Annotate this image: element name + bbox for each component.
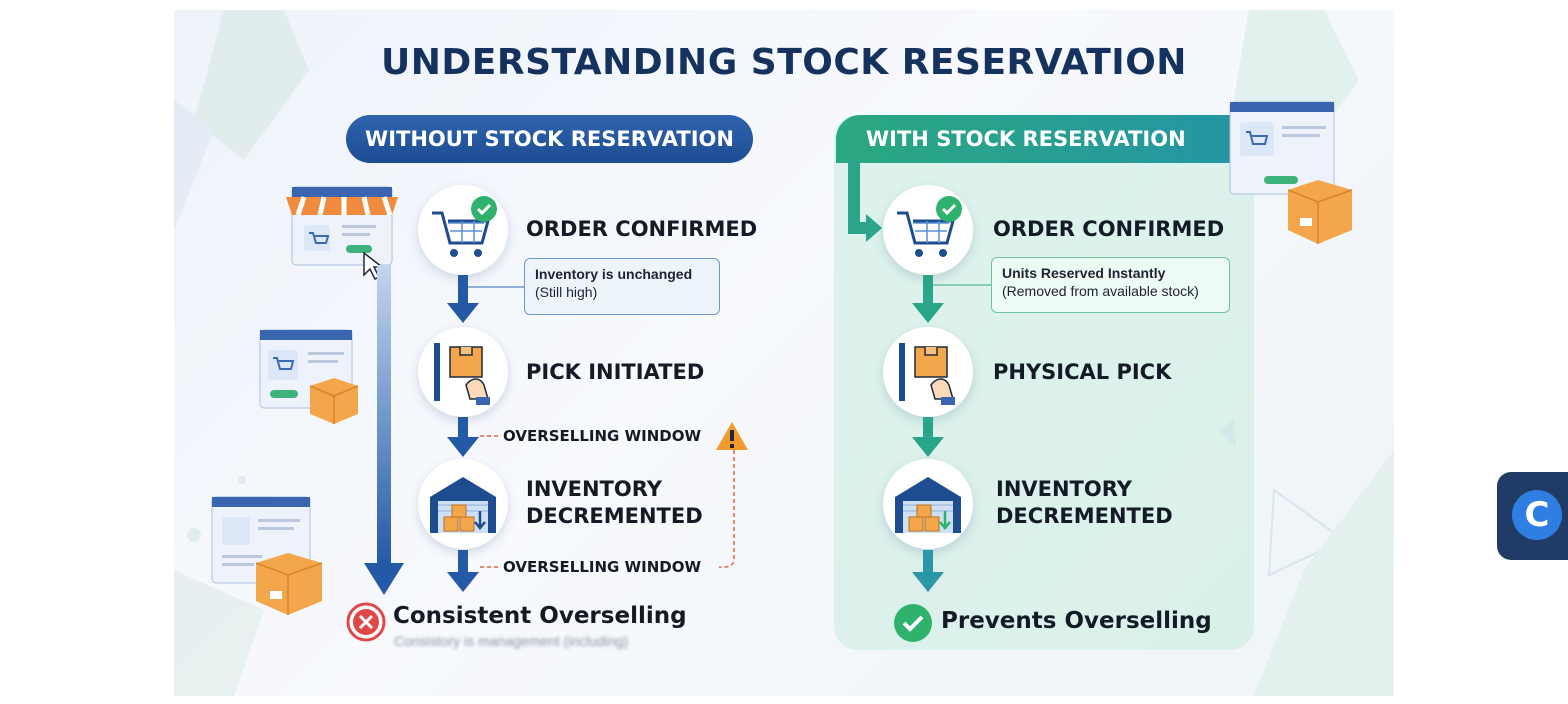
right-physical-pick-icon-circle: [883, 327, 973, 417]
right-arrow-2: [912, 417, 944, 457]
note-subtitle: (Still high): [535, 284, 598, 300]
prevents-overselling-outcome: Prevents Overselling: [941, 608, 1212, 634]
consistent-overselling-outcome: Consistent Overselling: [393, 603, 687, 629]
right-order-confirmed-icon-circle: [883, 185, 973, 275]
chat-logo-icon[interactable]: C: [1512, 490, 1562, 540]
left-arrow-3: [447, 550, 479, 592]
shopping-cart-check-icon: [897, 196, 962, 257]
left-note-connector: [462, 286, 526, 288]
left-step-inventory-line2: DECREMENTED: [526, 504, 703, 528]
bypass-arrow: [364, 265, 404, 595]
right-arrow-3: [912, 550, 944, 592]
hand-pick-box-icon: [434, 343, 490, 405]
left-step-pick-initiated: PICK INITIATED: [526, 360, 705, 384]
left-step-order-confirmed: ORDER CONFIRMED: [526, 217, 758, 241]
infographic-canvas: UNDERSTANDING STOCK RESERVATION WITHOUT …: [174, 10, 1394, 696]
browser-box-illustration: [211, 496, 323, 615]
error-icon: [346, 602, 386, 642]
reservation-entry-arrow: [848, 160, 882, 242]
page-title: UNDERSTANDING STOCK RESERVATION: [381, 42, 1187, 83]
left-inventory-decremented-icon-circle: [418, 459, 508, 549]
right-step-inventory-line1: INVENTORY: [996, 477, 1132, 501]
note-title: Units Reserved Instantly: [1002, 265, 1166, 281]
left-arrow-1: [447, 275, 479, 323]
shopping-cart-check-icon: [432, 196, 497, 257]
consistent-overselling-caption: Consistory is management (including): [394, 633, 629, 649]
right-step-inventory-line2: DECREMENTED: [996, 504, 1173, 528]
note-title: Inventory is unchanged: [535, 266, 693, 282]
inventory-unchanged-note: Inventory is unchanged (Still high): [524, 258, 720, 315]
without-reservation-header: WITHOUT STOCK RESERVATION: [346, 115, 753, 163]
right-inventory-decremented-icon-circle: [883, 459, 973, 549]
store-box-illustration: [1229, 101, 1353, 244]
note-subtitle: (Removed from available stock): [1002, 283, 1199, 299]
right-arrow-1: [912, 275, 944, 323]
overselling-window-label-2: OVERSELLING WINDOW: [503, 558, 702, 576]
units-reserved-note: Units Reserved Instantly (Removed from a…: [991, 257, 1230, 313]
warehouse-icon: [430, 477, 496, 533]
right-step-order-confirmed: ORDER CONFIRMED: [993, 217, 1225, 241]
hand-pick-box-icon: [899, 343, 955, 405]
right-note-connector: [930, 284, 994, 286]
storefront-illustration: [286, 186, 398, 280]
left-arrow-2: [447, 417, 479, 457]
warehouse-icon: [895, 477, 961, 533]
with-reservation-header: WITH STOCK RESERVATION: [836, 115, 1236, 163]
left-step-inventory-line1: INVENTORY: [526, 477, 662, 501]
warning-icon: [716, 422, 748, 450]
left-order-confirmed-icon-circle: [418, 185, 508, 275]
left-step-inventory-decremented: INVENTORY DECREMENTED: [526, 476, 703, 530]
overselling-window-label-1: OVERSELLING WINDOW: [503, 427, 702, 445]
success-check-icon: [894, 604, 932, 642]
right-step-physical-pick: PHYSICAL PICK: [993, 360, 1172, 384]
shop-window-box-illustration: [259, 329, 359, 424]
right-step-inventory-decremented: INVENTORY DECREMENTED: [996, 476, 1173, 530]
left-pick-initiated-icon-circle: [418, 327, 508, 417]
overselling-window-connector: [480, 435, 735, 568]
